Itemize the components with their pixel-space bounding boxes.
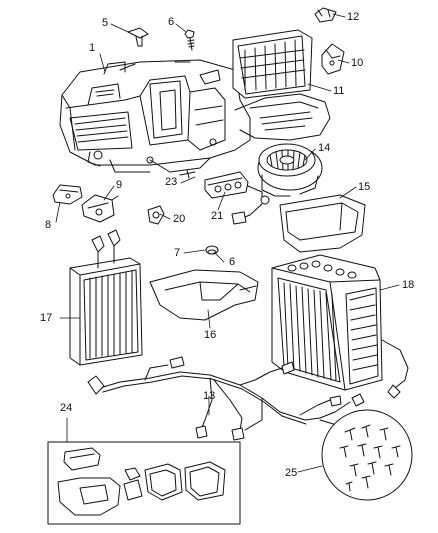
hvac-housing <box>59 59 331 173</box>
seal-kit <box>47 441 241 525</box>
callout-24: 24 <box>60 402 73 414</box>
lower-housing-tray <box>279 194 366 253</box>
callout-21: 21 <box>211 210 224 222</box>
callout-15: 15 <box>358 181 371 193</box>
callout-12: 12 <box>347 11 360 23</box>
mode-actuators <box>52 184 119 223</box>
screw-set <box>321 409 413 501</box>
leader-lines <box>55 13 400 473</box>
callout-10: 10 <box>351 57 364 69</box>
callout-11: 11 <box>333 85 345 97</box>
bracket <box>314 7 337 23</box>
callout-14: 14 <box>318 142 331 154</box>
callout-6-top: 6 <box>168 16 175 28</box>
callout-5: 5 <box>102 17 109 29</box>
callout-8: 8 <box>45 219 52 231</box>
callout-16: 16 <box>204 329 217 341</box>
grommet <box>205 245 219 255</box>
callout-1: 1 <box>89 42 96 54</box>
callout-18: 18 <box>402 279 415 291</box>
push-pin <box>127 27 149 47</box>
blower-resistor <box>179 169 270 225</box>
callout-20: 20 <box>173 213 186 225</box>
floor-duct <box>149 269 259 321</box>
retaining-clip <box>147 205 165 225</box>
callout-6-mid: 6 <box>229 256 236 268</box>
blower-motor <box>257 143 323 197</box>
callout-25: 25 <box>285 467 298 479</box>
callout-23: 23 <box>165 176 178 188</box>
actuator-top <box>321 43 345 75</box>
recirculation-door <box>232 29 313 99</box>
wiring-harness <box>87 339 409 441</box>
callout-7: 7 <box>174 247 181 259</box>
screw-top <box>184 29 195 51</box>
heater-core <box>69 229 143 366</box>
evaporator-core <box>271 254 383 391</box>
callout-9: 9 <box>116 179 123 191</box>
callout-17: 17 <box>40 312 53 324</box>
callout-13: 13 <box>203 390 216 402</box>
